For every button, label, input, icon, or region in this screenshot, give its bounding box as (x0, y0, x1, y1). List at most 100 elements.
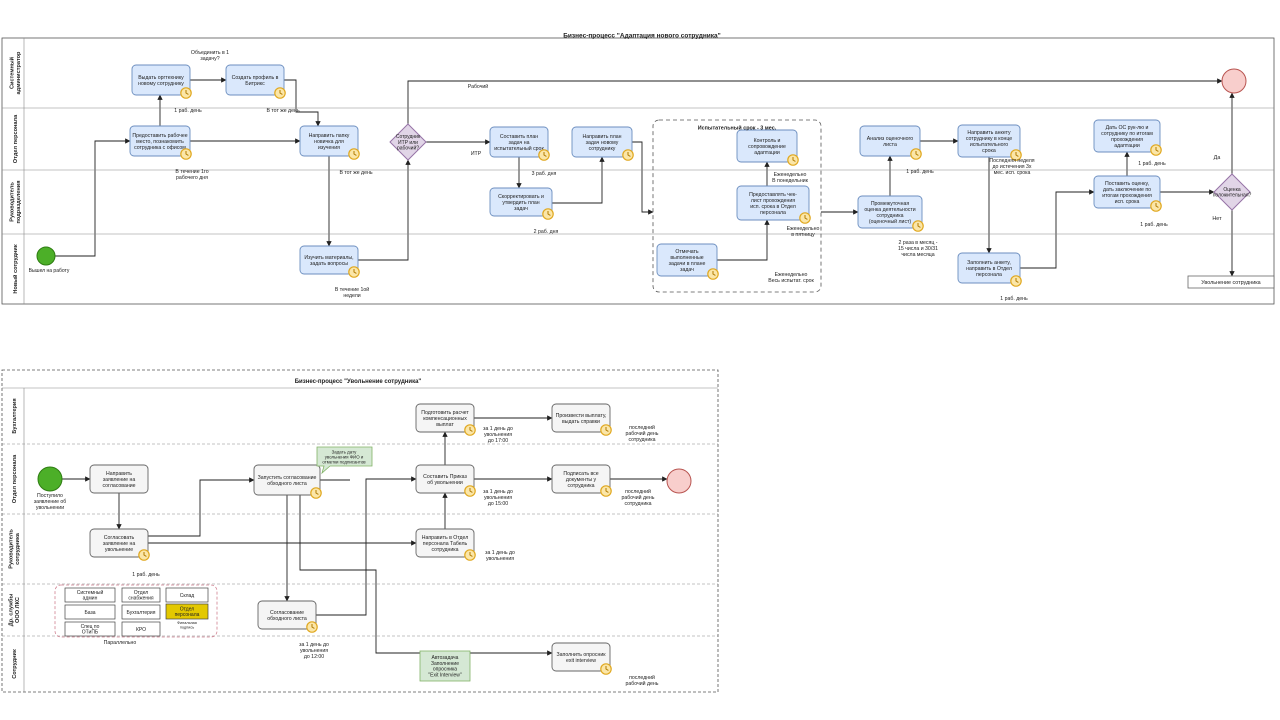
dismissal-box (1187, 275, 1275, 289)
text-line: ООО ЛКС (15, 597, 21, 623)
text-line: 3 раб. дня (532, 171, 557, 177)
text-line: сотрудника (15, 532, 21, 565)
task-shape (489, 126, 549, 158)
text-line: увольнение (105, 547, 133, 553)
timer-icon-hands (1155, 203, 1159, 208)
text-line: сотруднику по итогам (1101, 131, 1153, 137)
text-line: подразделения (16, 181, 22, 224)
text-line: Составить план (500, 134, 538, 140)
timer-icon (348, 266, 360, 278)
text-line: Бухгалтерия (127, 610, 156, 616)
probation-group (652, 119, 822, 293)
text-line: заявление об (34, 499, 67, 505)
service-shape (121, 604, 161, 620)
text-line: Нет (1212, 216, 1222, 222)
text-line: 1 раб. день (132, 572, 160, 578)
duration-label: 1 раб. день (174, 108, 202, 114)
text-line: последний (629, 424, 655, 431)
text-line: оценка деятельности (864, 207, 915, 213)
text-line: (оценочный лист) (869, 218, 912, 225)
text-line: листа (883, 142, 897, 148)
lane-label: Др. службыООО ЛКС (8, 594, 21, 627)
text-line: положительная? (1213, 193, 1252, 199)
text-line: 1 раб. день (906, 169, 934, 175)
text-line: Сотрудник (396, 134, 421, 140)
flow-arrow (358, 159, 411, 261)
text-line: ИТР (471, 151, 482, 157)
text-line: заявление на (103, 541, 136, 547)
text-line: Еженедельно (787, 226, 820, 232)
service-box: Бухгалтерия (121, 604, 161, 620)
text-line: Еженедельно (775, 272, 808, 278)
text-line: согласование (103, 483, 136, 489)
task-make-payment[interactable]: Произвести выплату,выдать справки (551, 403, 611, 433)
text-line: Системный (9, 56, 16, 89)
text-line: новому сотруднику (138, 81, 184, 87)
text-line: обходного листа (267, 481, 307, 487)
text-line: за 1 день до (299, 642, 329, 648)
flow-arrow (717, 219, 770, 261)
text-line: до истечения 3х (993, 164, 1032, 170)
flow-arrow (1020, 189, 1095, 269)
text-line: выдать справки (562, 419, 600, 425)
text-line: рабочий день (626, 430, 659, 437)
timer-icon (1010, 275, 1022, 287)
text-line: за 1 день до (483, 426, 513, 432)
task-shape (551, 403, 611, 433)
timer-icon-hands (279, 90, 283, 95)
text-line: прохождения (1111, 137, 1143, 143)
task-shape (415, 464, 475, 494)
text-line: В течение 1ой (335, 286, 369, 293)
text-line: в пятницу (791, 232, 815, 238)
task-study-materials[interactable]: Изучить материалы,задать вопросы (299, 245, 359, 275)
timer-icon (274, 87, 286, 99)
text-line: выполненные (670, 255, 703, 261)
timer-icon-hands (353, 151, 357, 156)
text-line: Направить (106, 471, 132, 477)
text-line: База (84, 610, 95, 616)
